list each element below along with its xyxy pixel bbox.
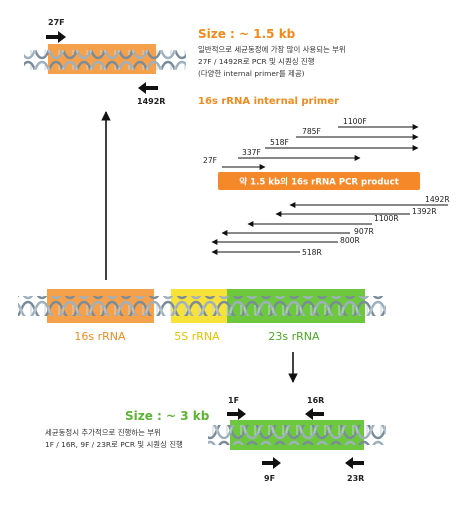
reverse-arrow-icon <box>138 82 158 94</box>
bottom-primer-23r-label: 23R <box>347 474 364 483</box>
internal-primer-title: 16s rRNA internal primer <box>198 96 339 107</box>
forward-primer-785f: 785F <box>296 127 419 140</box>
forward-arrow-icon <box>46 31 66 43</box>
primer-label: 27F <box>203 156 217 165</box>
label-23s-rrna: 23s rRNA <box>268 330 320 343</box>
top-description: 일반적으로 세균동정에 가장 많이 사용되는 부위 27F / 1492R로 P… <box>198 45 346 78</box>
bottom-primer-16r: 16R <box>305 396 324 420</box>
primer-label: 1492R <box>425 195 450 204</box>
pcr-product-label: 약 1.5 kb의 16s rRNA PCR product <box>239 176 399 188</box>
reverse-primer-1392r: 1392R <box>275 207 437 217</box>
reverse-primer-1492r: 1492R <box>289 195 450 208</box>
primer-label: 1100F <box>343 117 367 126</box>
top-primer-1492r: 1492R <box>137 82 165 106</box>
bottom-primer-1f: 1F <box>227 396 246 420</box>
forward-primer-518f: 518F <box>265 138 419 151</box>
reverse-primer-518r: 518R <box>211 248 322 257</box>
primer-label: 800R <box>340 236 360 245</box>
forward-arrow-icon <box>262 457 281 469</box>
pcr-product-block <box>218 172 420 190</box>
top-primer-27f-label: 27F <box>48 18 65 27</box>
reverse-arrow-icon <box>345 457 364 469</box>
primer-label: 337F <box>242 148 261 157</box>
reverse-primer-907r: 907R <box>221 227 374 236</box>
forward-primer-list: 1100F 785F 518F 337F 27F <box>203 117 419 170</box>
primer-label: 785F <box>302 127 321 136</box>
bottom-size-label: Size : ~ 3 kb <box>125 409 210 423</box>
bottom-description: 세균동정시 추가적으로 진행하는 부위 1F / 16R, 9F / 23R로 … <box>45 428 183 449</box>
bottom-primer-9f: 9F <box>262 457 281 483</box>
forward-primer-337f: 337F <box>238 148 361 161</box>
primer-label: 518R <box>302 248 322 257</box>
reverse-primer-1100r: 1100R <box>247 214 399 227</box>
reverse-primer-list: 1492R 1392R 1100R 907R 800R 518R <box>211 195 450 257</box>
primer-label: 907R <box>354 227 374 236</box>
bottom-primer-9f-label: 9F <box>264 474 275 483</box>
top-dna-helix <box>24 50 186 70</box>
label-16s-rrna: 16s rRNA <box>74 330 126 343</box>
top-16s-gene <box>24 44 186 74</box>
rrna-operon <box>18 289 386 323</box>
forward-primer-1100f: 1100F <box>338 117 419 130</box>
forward-arrow-icon <box>227 408 246 420</box>
top-desc-line-2: 27F / 1492R로 PCR 및 시퀀싱 진행 <box>198 57 315 66</box>
top-primer-27f: 27F <box>46 18 66 43</box>
operon-dna-helix <box>18 296 386 316</box>
top-size-label: Size : ~ 1.5 kb <box>198 27 296 41</box>
forward-primer-27f: 27F <box>203 156 266 170</box>
bottom-primer-16r-label: 16R <box>307 396 324 405</box>
primer-label: 518F <box>270 138 289 147</box>
top-desc-line-3: (다양한 internal primer를 제공) <box>198 69 305 78</box>
bottom-dna-helix <box>208 425 386 445</box>
top-primer-1492r-label: 1492R <box>137 97 165 106</box>
bottom-primer-1f-label: 1F <box>228 396 239 405</box>
bottom-region-gene <box>208 420 386 450</box>
reverse-arrow-icon <box>305 408 324 420</box>
bottom-desc-line-2: 1F / 16R, 9F / 23R로 PCR 및 시퀀싱 진행 <box>45 440 183 449</box>
top-desc-line-1: 일반적으로 세균동정에 가장 많이 사용되는 부위 <box>198 45 346 54</box>
reverse-primer-800r: 800R <box>211 236 360 245</box>
pcr-product-bar: 약 1.5 kb의 16s rRNA PCR product <box>218 172 420 190</box>
primer-label: 1100R <box>374 214 399 223</box>
bottom-desc-line-1: 세균동정시 추가적으로 진행하는 부위 <box>45 428 161 437</box>
primer-label: 1392R <box>412 207 437 216</box>
bottom-primer-23r: 23R <box>345 457 364 483</box>
label-5s-rrna: 5S rRNA <box>174 330 220 343</box>
